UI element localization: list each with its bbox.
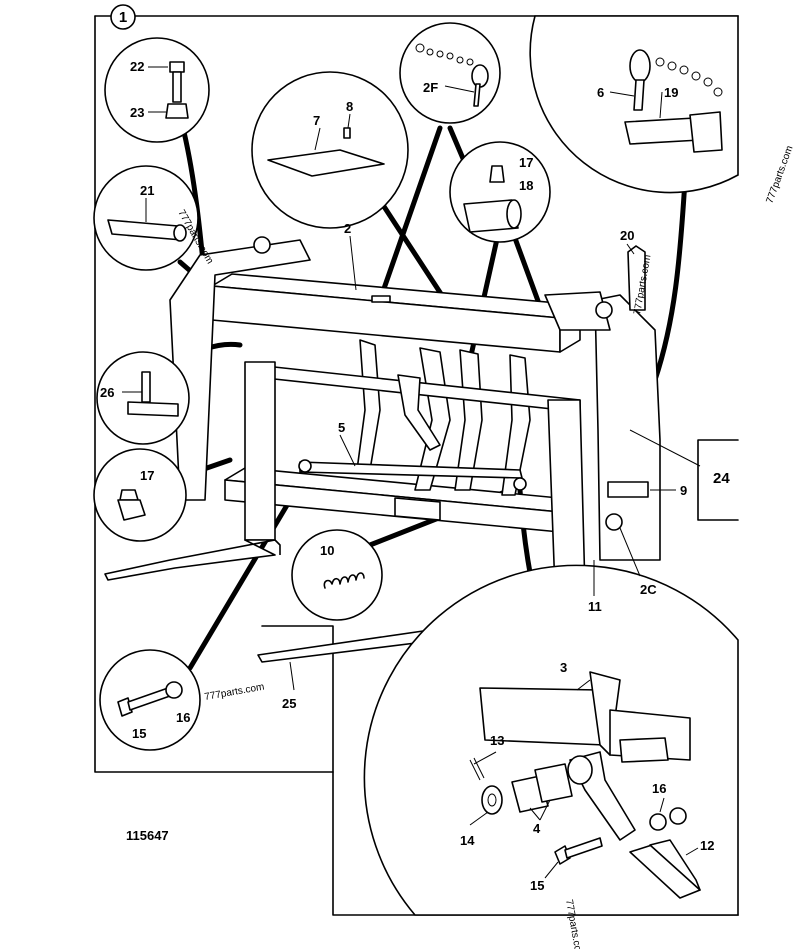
callout-23: 23 [130,105,144,120]
callout-12: 12 [700,838,714,853]
callout-8: 8 [346,99,353,114]
detail-bubble-bolt-nut: 22 23 [104,37,210,143]
detail-bubble-chain-pin: 2F [399,22,501,124]
callout-22: 22 [130,59,144,74]
callout-11: 11 [588,599,602,614]
callout-15-right: 15 [530,878,544,893]
detail-bubble-bush: 17 18 [449,141,551,243]
detail-bubble-bolt-nut-lower: 15 16 [99,649,201,751]
detail-bubble-lever-assembly: 3 13 14 4 16 12 15 [363,564,739,916]
detail-bubble-grease-nipple: 17 [93,448,187,542]
callout-14: 14 [460,833,475,848]
drawing-number: 115647 [126,828,169,843]
main-callouts: 2 20 5 24 9 2C 11 25 [282,221,730,711]
detail-bubble-locking-pin: 6 19 [529,15,739,194]
callout-26: 26 [100,385,114,400]
callout-3: 3 [560,660,567,675]
figure-number-badge: 1 [110,4,136,30]
callout-25: 25 [282,696,296,711]
callout-2F: 2F [423,80,438,95]
watermark-5: 777parts.com [764,144,795,205]
callout-9: 9 [680,483,687,498]
callout-5: 5 [338,420,345,435]
callout-13: 13 [490,733,504,748]
callout-2C: 2C [640,582,657,597]
callout-24: 24 [713,470,730,487]
callout-15-left: 15 [132,726,146,741]
detail-bubble-tpin: 26 [96,351,190,445]
callout-16-left: 16 [176,710,190,725]
callout-21: 21 [140,183,154,198]
svg-text:1: 1 [119,9,127,26]
callout-2: 2 [344,221,351,236]
callout-17-top: 17 [519,155,533,170]
callout-18: 18 [519,178,533,193]
callout-16-right: 16 [652,781,666,796]
callout-10: 10 [320,543,334,558]
detail-bubble-plate: 7 8 [251,71,409,229]
callout-19: 19 [664,85,678,100]
carriage-assembly [104,236,661,663]
detail-bubble-spring: 10 [291,529,383,621]
watermark-3: 777parts.com [204,682,266,703]
detail-bubble-pin: 21 [93,165,199,271]
callout-7: 7 [313,113,320,128]
callout-6: 6 [597,85,604,100]
callout-20: 20 [620,228,634,243]
callout-17-left: 17 [140,468,154,483]
callout-4: 4 [533,821,541,836]
